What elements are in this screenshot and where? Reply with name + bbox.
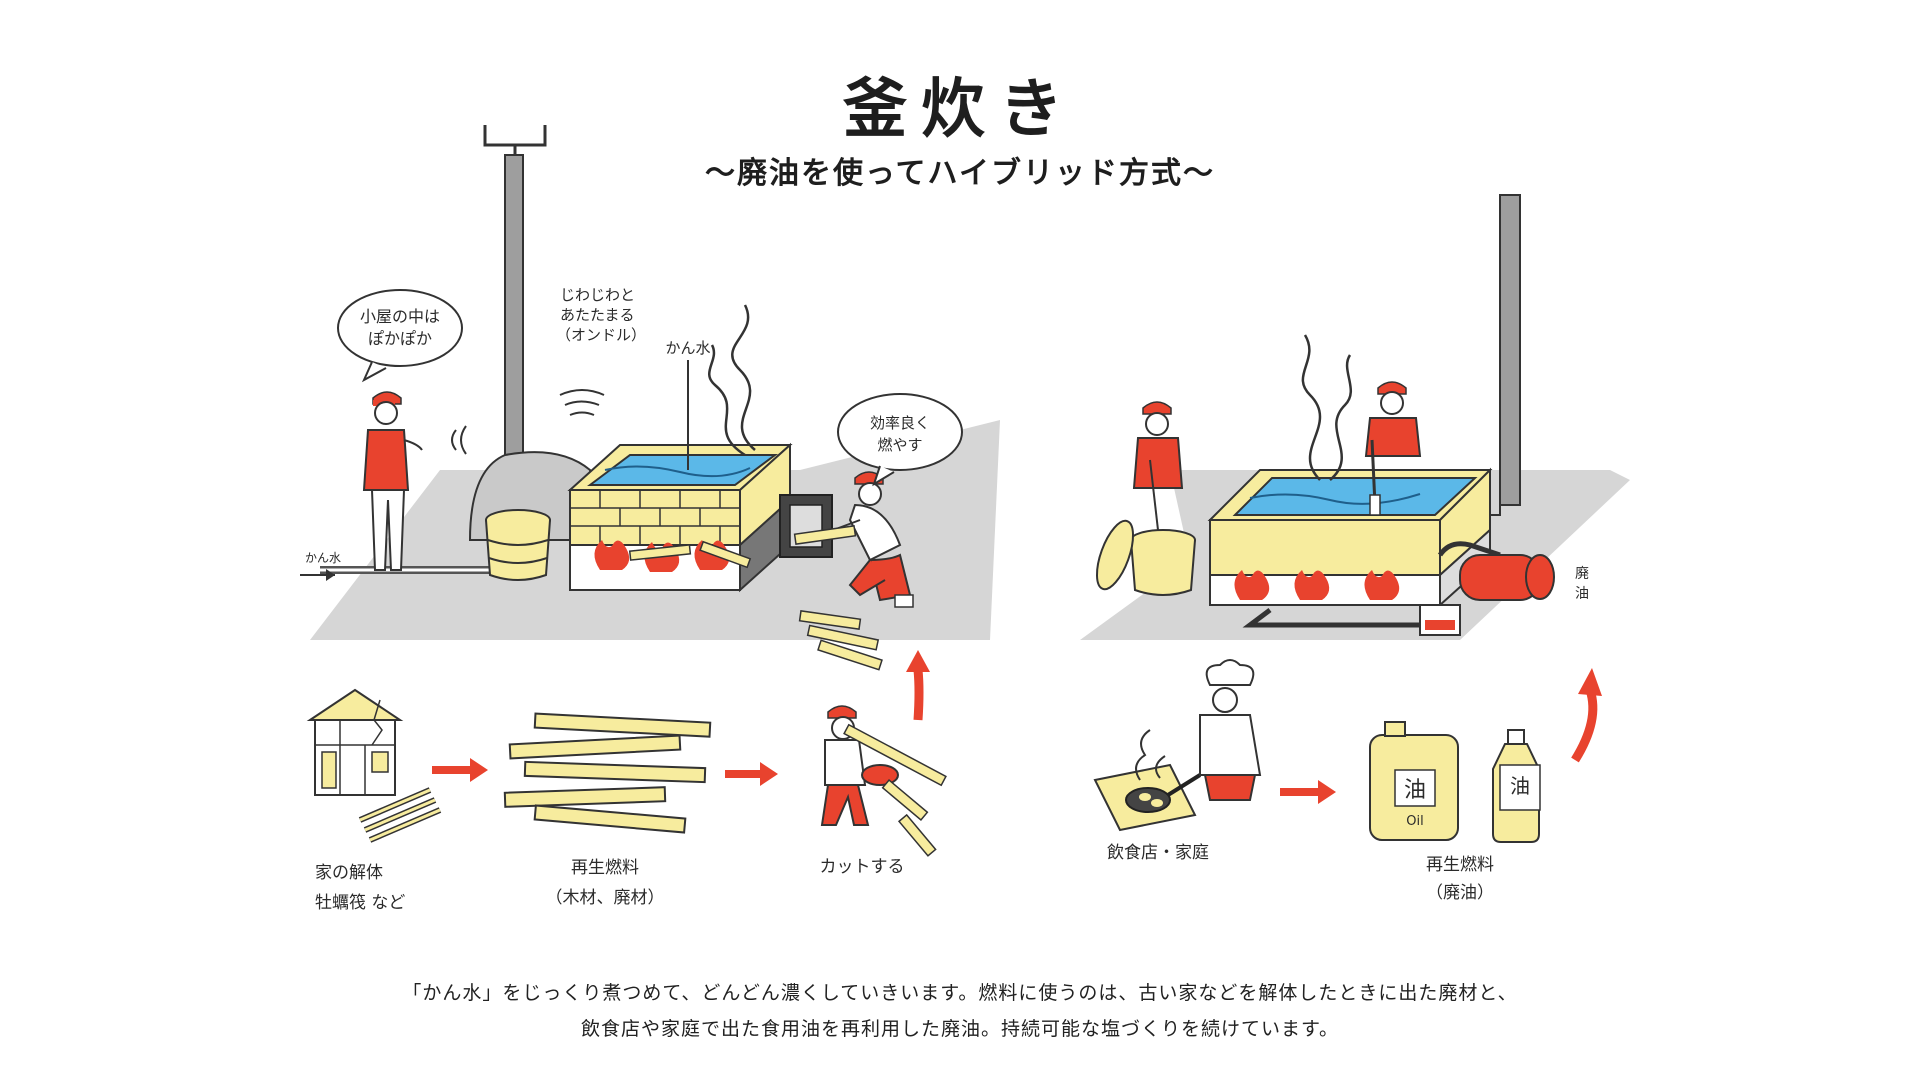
speech-bubble-1 xyxy=(337,289,463,367)
worker-with-bucket xyxy=(1095,401,1196,596)
flow2-line1: 再生燃料 xyxy=(571,858,639,878)
flame-r3 xyxy=(1364,570,1400,600)
steam-left xyxy=(731,304,756,451)
flow3-label: カットする xyxy=(820,857,905,877)
labels: 小屋の中は ぽかぽか じわじわと あたたまる （オンドル） かん水 効率良く 燃… xyxy=(305,286,1589,913)
warm-note-line3: （オンドル） xyxy=(556,326,646,344)
flow5-line2: （廃油） xyxy=(1426,883,1494,903)
right-furnace xyxy=(1207,467,1493,608)
cutting-worker xyxy=(820,705,947,857)
cut-wood-pile xyxy=(798,610,883,671)
oil-bottle-icon: 油 xyxy=(1492,729,1541,843)
oyster-raft-icon xyxy=(358,787,442,843)
flow-arrow-up-left xyxy=(906,650,930,721)
warm-note-line2: あたたまる xyxy=(560,306,635,324)
tank-label-1: 廃 xyxy=(1575,565,1589,582)
tank-label-2: 油 xyxy=(1575,586,1589,602)
right-flow: 油 Oil 油 xyxy=(1093,659,1602,843)
flame-r1 xyxy=(1234,570,1270,600)
oil-can-label: 油 xyxy=(1404,778,1426,803)
worker-kneeling xyxy=(793,471,914,608)
page-title: 釜炊き xyxy=(843,73,1077,147)
flow-arrow-up-right xyxy=(1571,668,1602,763)
oil-can-icon: 油 Oil xyxy=(1369,721,1459,841)
bubble2-line1: 効率良く xyxy=(870,414,930,432)
pipe-label: かん水 xyxy=(305,551,341,565)
bubble1-line1: 小屋の中は xyxy=(360,307,440,326)
speech-bubble-2 xyxy=(837,393,963,471)
flow1-line2: 牡蠣筏 など xyxy=(315,893,405,913)
worker-standing xyxy=(362,391,423,571)
flow1-line1: 家の解体 xyxy=(315,863,383,883)
bubble1-line2: ぽかぽか xyxy=(368,329,432,348)
right-chimney xyxy=(1499,194,1521,506)
chef-cooking xyxy=(1093,659,1262,832)
bottle-label: 油 xyxy=(1510,774,1530,798)
flame-1 xyxy=(594,540,630,570)
page-subtitle: 〜廃油を使ってハイブリッド方式〜 xyxy=(705,156,1215,191)
oil-tank xyxy=(1419,554,1555,636)
brine-label: かん水 xyxy=(665,339,710,357)
right-scene xyxy=(1080,194,1630,640)
left-chimney xyxy=(504,154,524,456)
steam-right xyxy=(1301,334,1322,481)
flow-arrow-2 xyxy=(725,762,778,786)
left-scene xyxy=(300,125,1000,671)
brine-bucket xyxy=(485,509,551,581)
caption-line-2: 飲食店や家庭で出た食用油を再利用した廃油。持続可能な塩づくりを続けています。 xyxy=(580,1018,1340,1040)
bubble2-line2: 燃やす xyxy=(877,436,922,454)
flow5-line1: 再生燃料 xyxy=(1426,855,1494,875)
lumber-pile-icon xyxy=(503,712,712,834)
left-furnace xyxy=(567,442,833,593)
house-icon xyxy=(306,688,404,796)
warm-note-line1: じわじわと xyxy=(560,286,635,304)
flame-r2 xyxy=(1294,570,1330,600)
left-flow xyxy=(306,650,947,857)
flow-arrow-1 xyxy=(432,758,488,782)
oil-can-small-label: Oil xyxy=(1406,814,1423,829)
caption-line-1: 「かん水」をじっくり煮つめて、どんどん濃くしていきいます。燃料に使うのは、古い家… xyxy=(402,982,1518,1004)
worker-stirring xyxy=(1364,381,1422,516)
flow2-line2: （木材、廃材） xyxy=(546,888,665,908)
flow4-label: 飲食店・家庭 xyxy=(1107,843,1209,863)
flow-arrow-3 xyxy=(1280,780,1336,804)
